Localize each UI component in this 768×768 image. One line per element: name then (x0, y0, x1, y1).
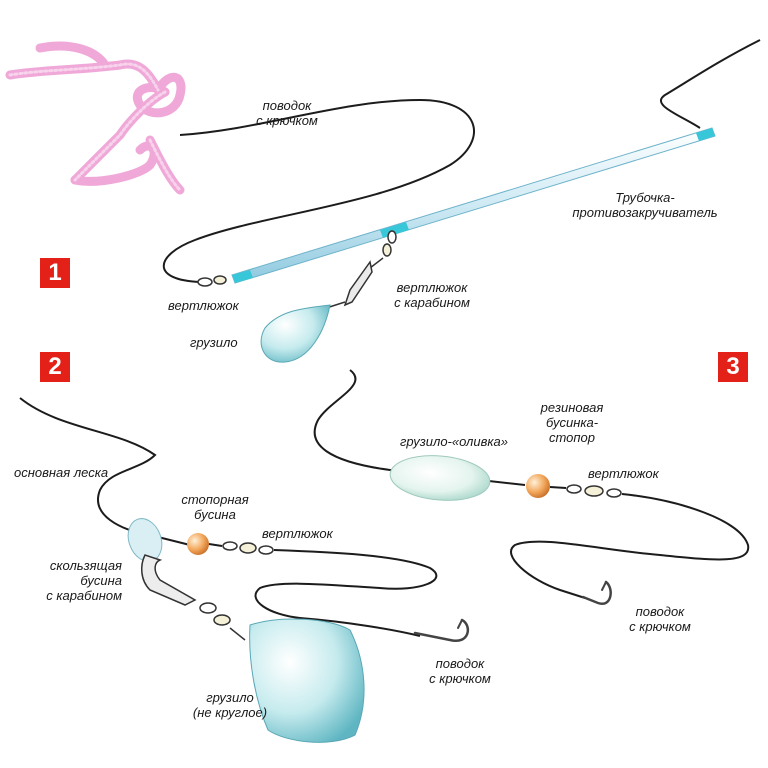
d2-leader-label: поводок с крючком (429, 656, 491, 686)
d3-swivel-label: вертлюжок (588, 466, 659, 481)
d2-sliding-bead-label: скользящая бусина с карабином (46, 558, 122, 603)
diagram-3-number: 3 (718, 352, 748, 382)
diagram-2-main-line (19, 397, 191, 546)
d1-sinker-label: грузило (190, 335, 238, 350)
rubber-stop-bead (526, 474, 550, 498)
diagram-2-sinker (249, 618, 365, 743)
d2-main-line-label: основная леска (14, 465, 109, 480)
diagram-3-swivel (566, 484, 622, 498)
diagram-1-swivel-snap (319, 230, 397, 311)
diagram-2-leader-line (254, 549, 438, 637)
d1-leader-label: поводок с крючком (256, 98, 318, 128)
d3-rubber-bead-label: резиновая бусинка- стопор (540, 400, 604, 445)
diagram-1-sinker (260, 304, 331, 363)
diagram-3-hook (581, 580, 612, 606)
diagram-3-main-line (313, 369, 526, 486)
d2-swivel-label: вертлюжок (262, 526, 333, 541)
diagram-2-hook (413, 618, 470, 643)
diagram-1-number: 1 (40, 258, 70, 288)
diagram-2-number: 2 (40, 352, 70, 382)
diagram-1-main-line (660, 39, 761, 129)
diagram-1-leader-line (163, 98, 475, 283)
diagram-2-drawing (19, 397, 470, 743)
d1-swivel-label: вертлюжок (168, 298, 239, 313)
d3-olive-sinker-label: грузило-«оливка» (400, 434, 508, 449)
diagram-3-drawing (313, 369, 750, 606)
diagram-2-swivel (222, 541, 274, 555)
d1-swivel-snap-label: вертлюжок с карабином (394, 280, 470, 310)
diagram-2-stop-bead (187, 533, 209, 555)
anti-tangle-tube (231, 127, 716, 284)
d3-leader-label: поводок с крючком (629, 604, 691, 634)
olive-sinker (389, 455, 491, 501)
d2-sinker-label: грузило (не круглое) (192, 690, 268, 720)
diagram-1-drawing (5, 39, 761, 363)
diagram-1-swivel (197, 275, 227, 287)
d1-tube-label: Трубочка- противозакручиватель (572, 190, 718, 220)
d2-stop-bead-label: стопорная бусина (181, 492, 249, 522)
diagram-3-leader-line (510, 493, 750, 599)
diagram-2-snap (140, 554, 246, 641)
